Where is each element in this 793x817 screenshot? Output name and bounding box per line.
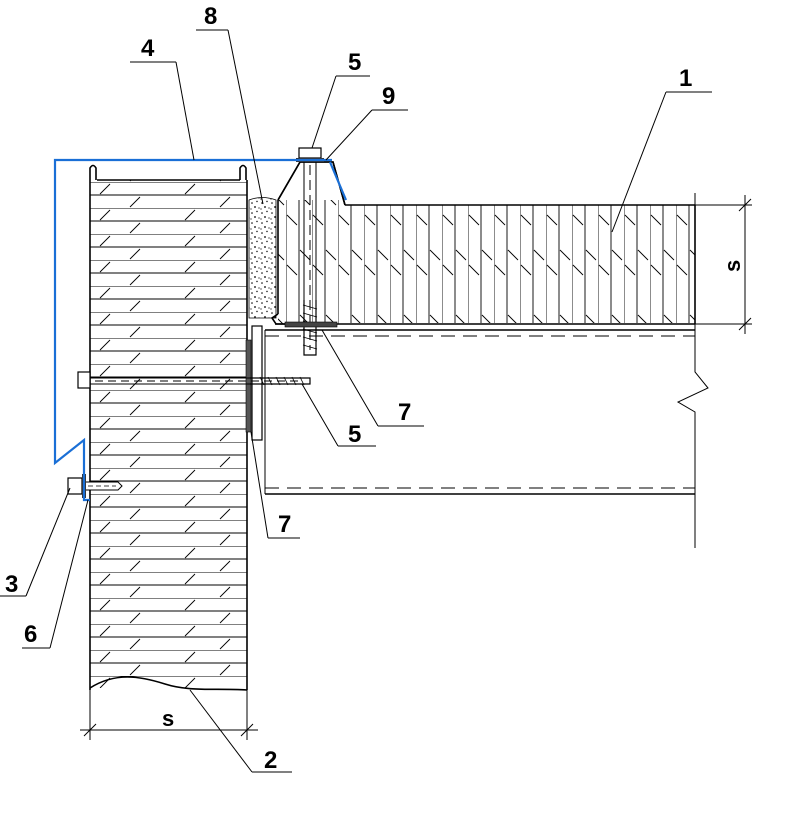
callout-1: 1 [679,65,692,92]
foam-seal [248,197,277,319]
wall-bracket [245,325,263,441]
callout-7-right: 7 [398,399,411,426]
callout-4: 4 [141,35,155,62]
dimension-roof: s [695,195,752,334]
callout-9: 9 [382,83,395,110]
callout-8: 8 [204,3,217,30]
roof-panel [270,161,696,325]
dim-label-wall: s [162,706,174,731]
callout-7-bottom: 7 [278,511,291,538]
steel-beam [264,193,709,548]
wall-panel [89,164,248,691]
callout-5-top: 5 [348,49,361,76]
callout-6: 6 [24,621,37,648]
roof-screw [284,147,338,356]
callout-leaders [0,29,712,773]
callout-2: 2 [264,747,277,774]
flashing [53,158,348,502]
callout-5-side: 5 [348,421,361,448]
dimension-wall: s [80,690,258,740]
long-screw [77,371,311,389]
dim-label-roof: s [720,260,745,272]
callout-3: 3 [5,571,18,598]
